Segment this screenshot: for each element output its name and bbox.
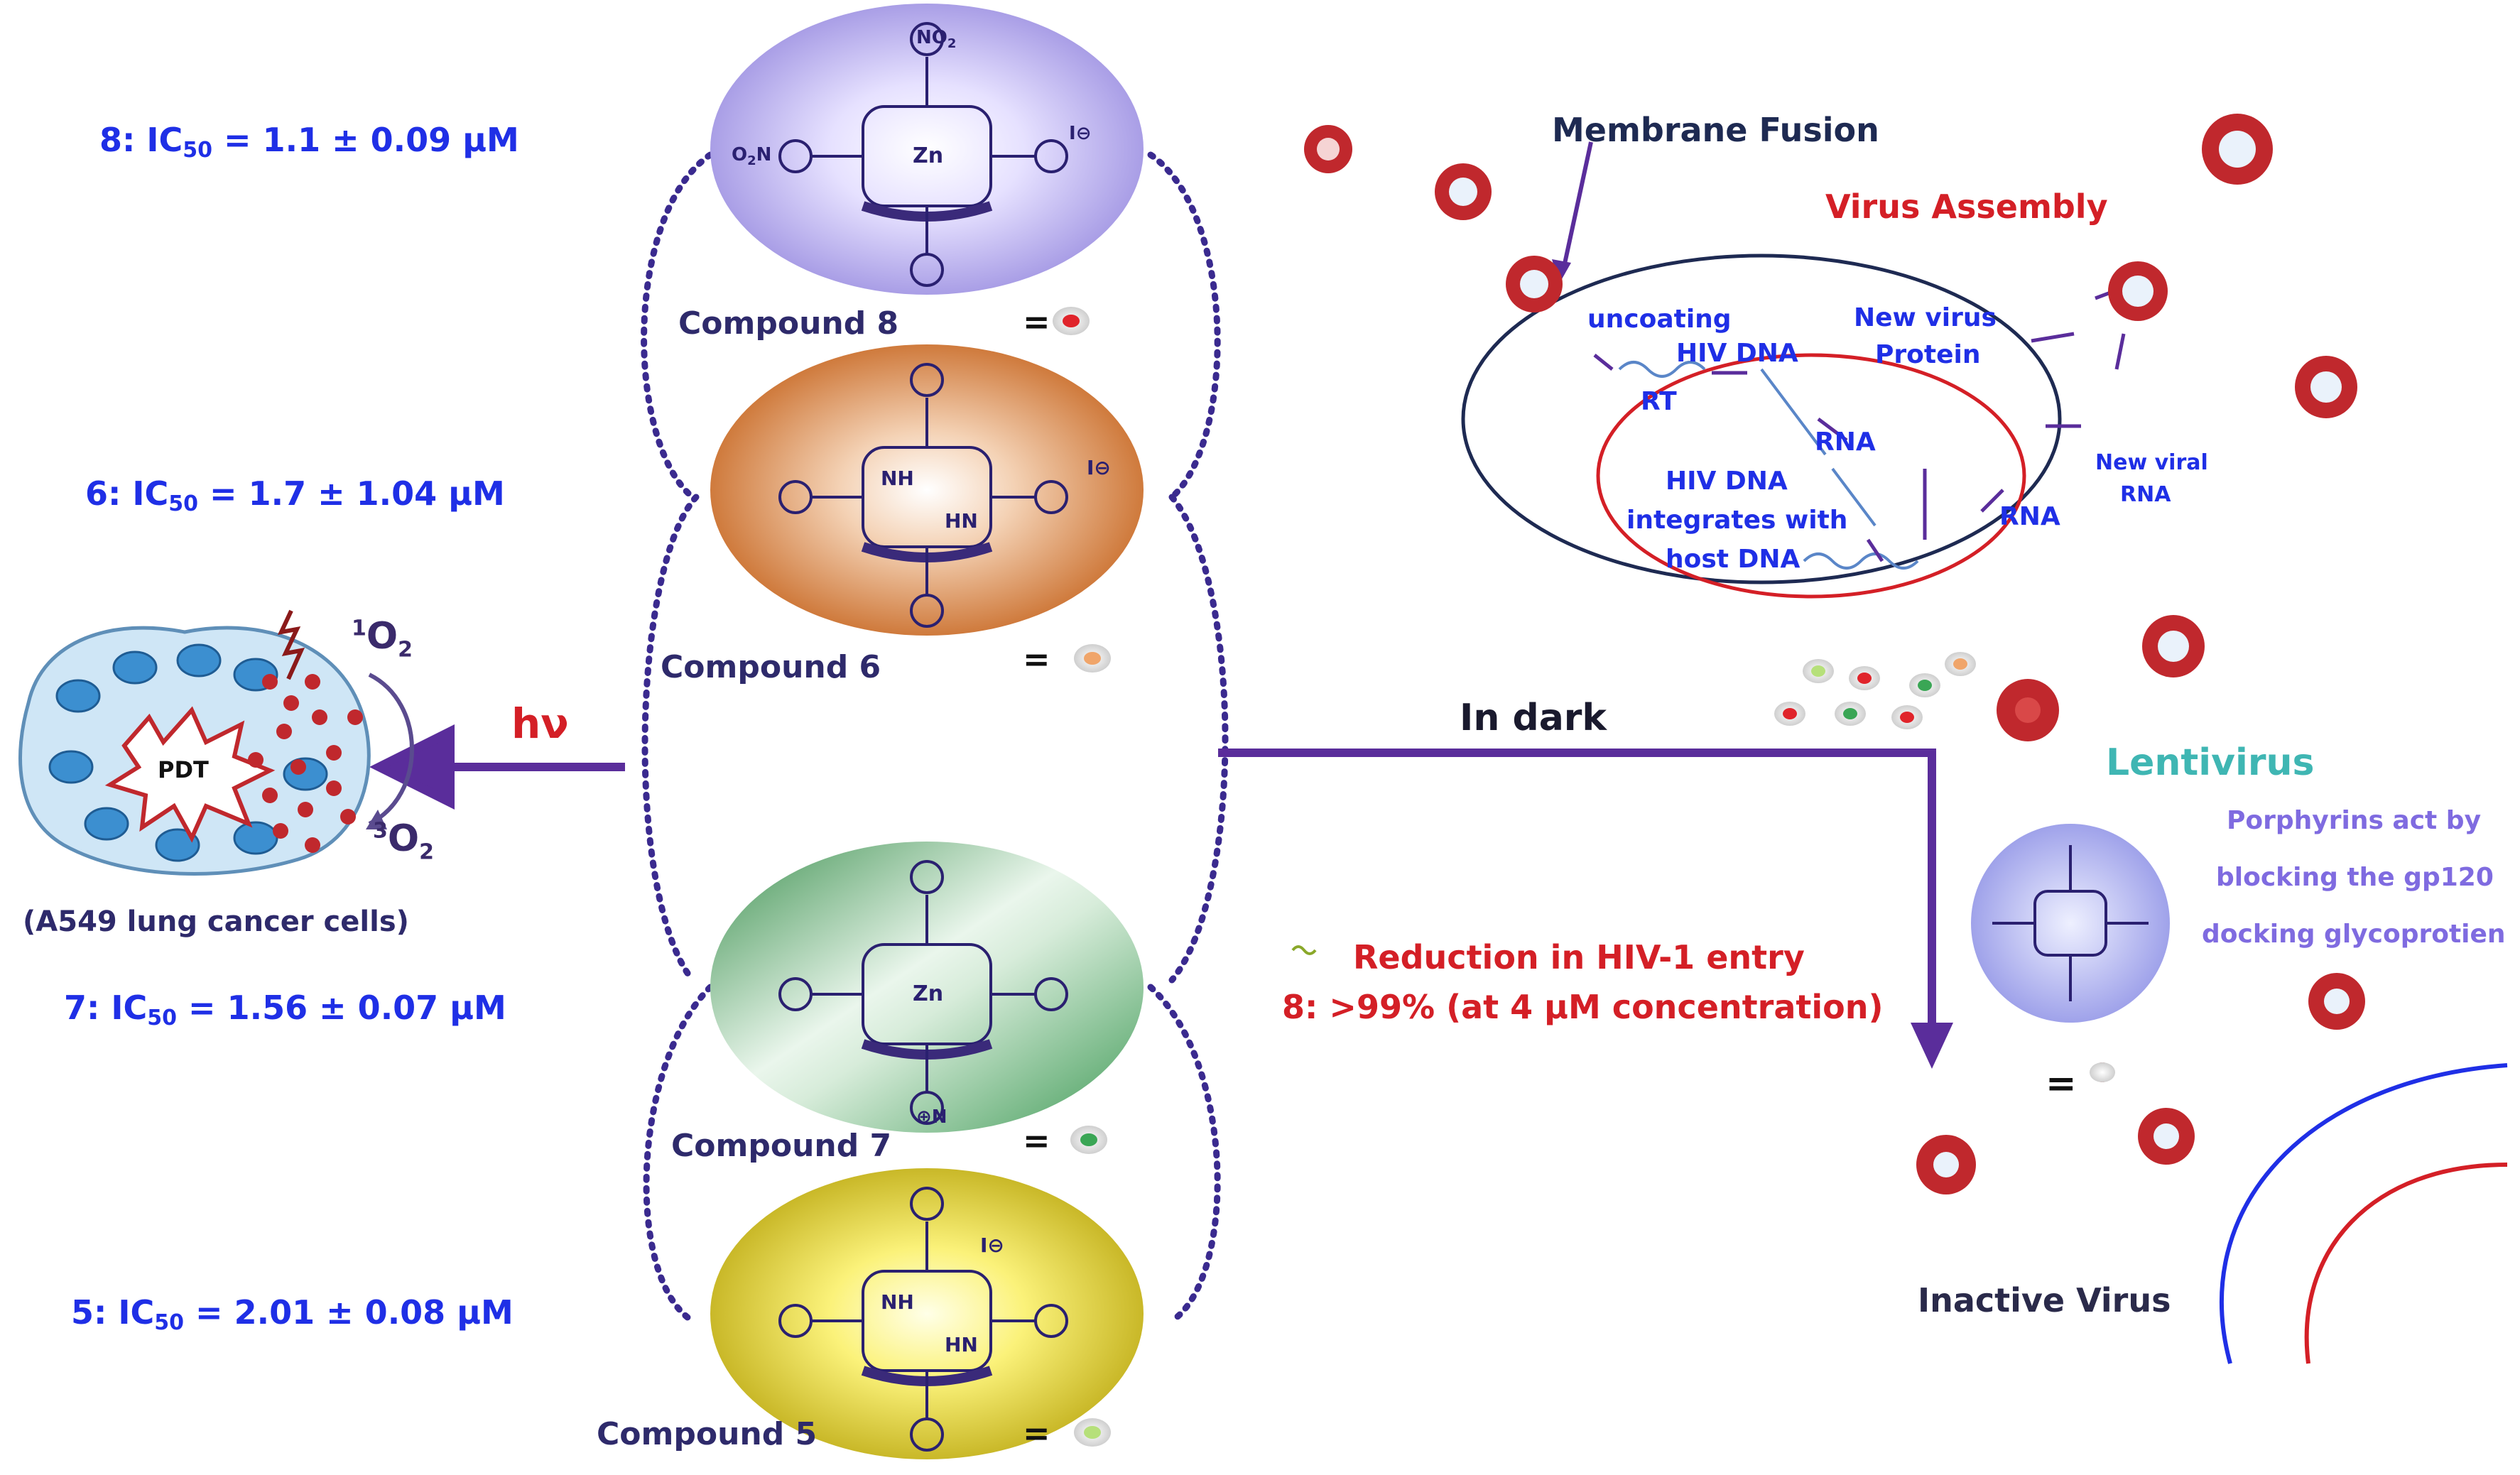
hv-label: hν bbox=[511, 700, 569, 748]
compound-8-o2n: O2N bbox=[732, 144, 772, 169]
uncoating-label: uncoating bbox=[1587, 305, 1732, 334]
porphyrin-6 bbox=[778, 363, 1068, 628]
compound-8-ellipse bbox=[710, 4, 1144, 295]
new-virus-protein-label-1: New virus bbox=[1854, 303, 1997, 332]
reduction-label-2: 8: >99% (at 4 μM concentration) bbox=[1282, 988, 1884, 1026]
compound-5-iodide: I⊖ bbox=[980, 1234, 1004, 1257]
porphyrin-5 bbox=[778, 1187, 1068, 1452]
integrates-label-1: HIV DNA bbox=[1666, 467, 1788, 496]
ic50-label-8: 8: IC50 = 1.1 ± 0.09 μM bbox=[99, 121, 519, 163]
legend-dots bbox=[1053, 307, 1111, 1447]
compound-5-nh: NH bbox=[881, 1290, 914, 1314]
cancer-cells bbox=[18, 609, 414, 876]
dot-compound-7 bbox=[1080, 1133, 1097, 1146]
cell-membrane bbox=[2220, 1063, 2508, 1364]
compound-7-metal: Zn bbox=[913, 981, 944, 1006]
triplet-oxygen: 3O2 bbox=[373, 817, 434, 865]
compound-6-label: Compound 6 bbox=[661, 649, 881, 685]
lentivirus-label: Lentivirus bbox=[2106, 741, 2315, 784]
compound-8-label: Compound 8 bbox=[678, 305, 899, 342]
compound-7-nitrogen: ⊕N bbox=[916, 1106, 947, 1128]
compound-6-nh: NH bbox=[881, 467, 914, 490]
porphyrin-dots-dark bbox=[1774, 652, 2115, 1082]
pdt-caption: (A549 lung cancer cells) bbox=[23, 905, 409, 938]
compound-8-metal: Zn bbox=[913, 143, 944, 168]
ic50-label-5: 5: IC50 = 2.01 ± 0.08 μM bbox=[71, 1293, 514, 1335]
compound-7-equals: = bbox=[1023, 1121, 1050, 1160]
new-viral-rna-label-2: RNA bbox=[2120, 482, 2171, 507]
new-virus-protein-label-2: Protein bbox=[1875, 340, 1981, 369]
integrates-label-2: integrates with bbox=[1626, 506, 1848, 535]
rt-label: RT bbox=[1641, 387, 1677, 416]
ic50-label-6: 6: IC50 = 1.7 ± 1.04 μM bbox=[85, 474, 505, 516]
dot-compound-8 bbox=[1063, 315, 1080, 327]
compound-8-no2-top: NO2 bbox=[916, 27, 957, 52]
inactive-equals: = bbox=[2046, 1062, 2077, 1105]
compound-6-iodide: I⊖ bbox=[1087, 456, 1111, 479]
membrane-fusion-label: Membrane Fusion bbox=[1552, 111, 1879, 149]
compound-5-hn: HN bbox=[945, 1333, 978, 1356]
compound-5-equals: = bbox=[1023, 1414, 1050, 1452]
compound-7-label: Compound 7 bbox=[671, 1128, 892, 1164]
connector-lines bbox=[369, 724, 1953, 1069]
rna-label-2: RNA bbox=[1999, 502, 2060, 531]
virus-assembly-label: Virus Assembly bbox=[1825, 187, 2108, 226]
inactive-virus-label: Inactive Virus bbox=[1918, 1281, 2171, 1319]
compound-6-ellipse bbox=[710, 344, 1144, 636]
blocking-porphyrin bbox=[1971, 824, 2170, 1023]
blocking-label-2: blocking the gp120 bbox=[2216, 863, 2494, 892]
porphyrin-7 bbox=[778, 860, 1068, 1125]
blocking-label-3: docking glycoprotien bbox=[2202, 920, 2506, 949]
compound-8-equals: = bbox=[1023, 303, 1050, 341]
host-cell bbox=[1461, 141, 2126, 599]
singlet-oxygen: 1O2 bbox=[352, 615, 413, 663]
reduction-icon bbox=[1291, 945, 1317, 955]
hiv-dna-label: HIV DNA bbox=[1676, 339, 1798, 368]
reduction-label-1: Reduction in HIV-1 entry bbox=[1353, 938, 1805, 976]
porphyrin-8 bbox=[778, 22, 1068, 287]
compound-5-label: Compound 5 bbox=[597, 1416, 818, 1452]
in-dark-label: In dark bbox=[1460, 697, 1607, 739]
dot-compound-5 bbox=[1084, 1426, 1101, 1439]
pdt-label: PDT bbox=[158, 756, 209, 783]
compound-7-ellipse bbox=[710, 842, 1144, 1133]
integrates-label-3: host DNA bbox=[1666, 545, 1801, 574]
virus-particles bbox=[1304, 114, 2365, 1194]
compound-6-hn: HN bbox=[945, 509, 978, 533]
blocking-label-1: Porphyrins act by bbox=[2227, 806, 2482, 835]
ic50-label-7: 7: IC50 = 1.56 ± 0.07 μM bbox=[64, 989, 506, 1030]
rna-label-1: RNA bbox=[1815, 428, 1876, 457]
dot-compound-6 bbox=[1084, 652, 1101, 665]
compound-brackets bbox=[641, 151, 1229, 1324]
new-viral-rna-label-1: New viral bbox=[2095, 450, 2208, 475]
compound-5-ellipse bbox=[710, 1168, 1144, 1459]
compound-6-equals: = bbox=[1023, 640, 1050, 678]
compound-8-iodide: I⊖ bbox=[1069, 123, 1092, 144]
